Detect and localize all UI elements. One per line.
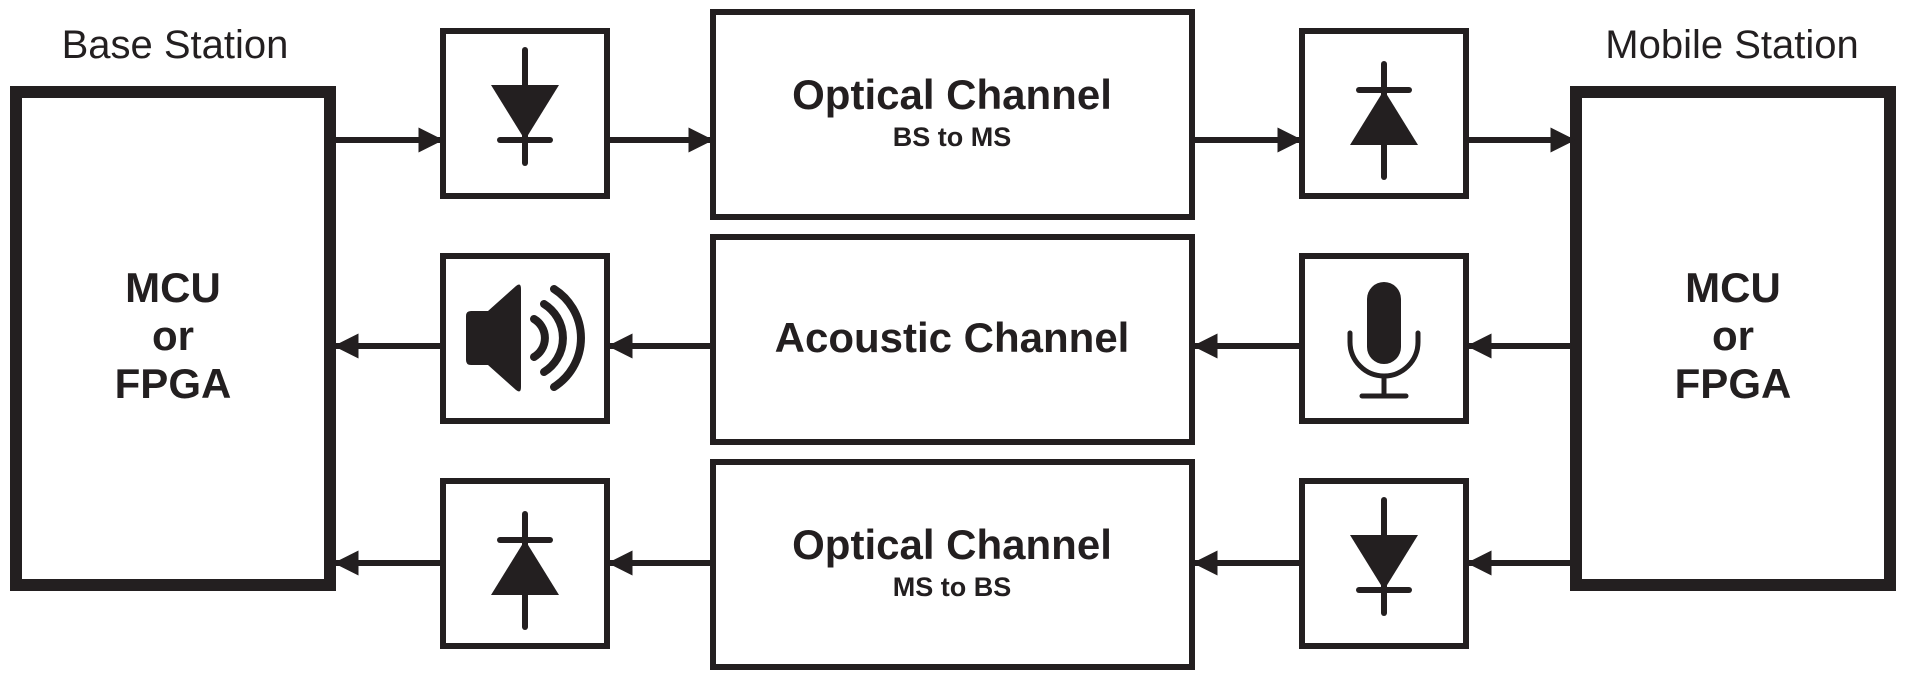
microphone-icon [1347, 282, 1421, 399]
base-station-block: MCU or FPGA [10, 86, 336, 591]
mobile-fpga-label: FPGA [1675, 360, 1792, 407]
ms-transmit-diode-box [1299, 478, 1469, 649]
optical-down-subtitle: BS to MS [893, 122, 1012, 152]
ms-microphone-box [1299, 253, 1469, 424]
optical-up-title: Optical Channel [792, 521, 1112, 568]
optical-down-title: Optical Channel [792, 71, 1112, 118]
mobile-or-label: or [1712, 312, 1754, 359]
acoustic-title: Acoustic Channel [775, 314, 1130, 361]
diode-icon [1350, 497, 1418, 616]
mobile-mcu-label: MCU [1685, 264, 1781, 311]
speaker-icon [466, 284, 585, 392]
mobile-station-block: MCU or FPGA [1570, 86, 1896, 591]
diode-icon [491, 47, 559, 166]
ms-receive-diode-box [1299, 28, 1469, 199]
optical-channel-ms-to-bs: Optical Channel MS to BS [710, 459, 1195, 670]
acoustic-channel: Acoustic Channel [710, 234, 1195, 445]
base-station-title: Base Station [62, 23, 289, 67]
mobile-station-title: Mobile Station [1605, 23, 1858, 67]
diode-icon [1350, 61, 1418, 180]
base-or-label: or [152, 312, 194, 359]
optical-up-subtitle: MS to BS [893, 572, 1012, 602]
diode-icon [491, 511, 559, 630]
base-mcu-label: MCU [125, 264, 221, 311]
optical-channel-bs-to-ms: Optical Channel BS to MS [710, 9, 1195, 220]
bs-transmit-diode-box [440, 28, 610, 199]
bs-receive-diode-box [440, 478, 610, 649]
bs-speaker-box [440, 253, 610, 424]
base-fpga-label: FPGA [115, 360, 232, 407]
